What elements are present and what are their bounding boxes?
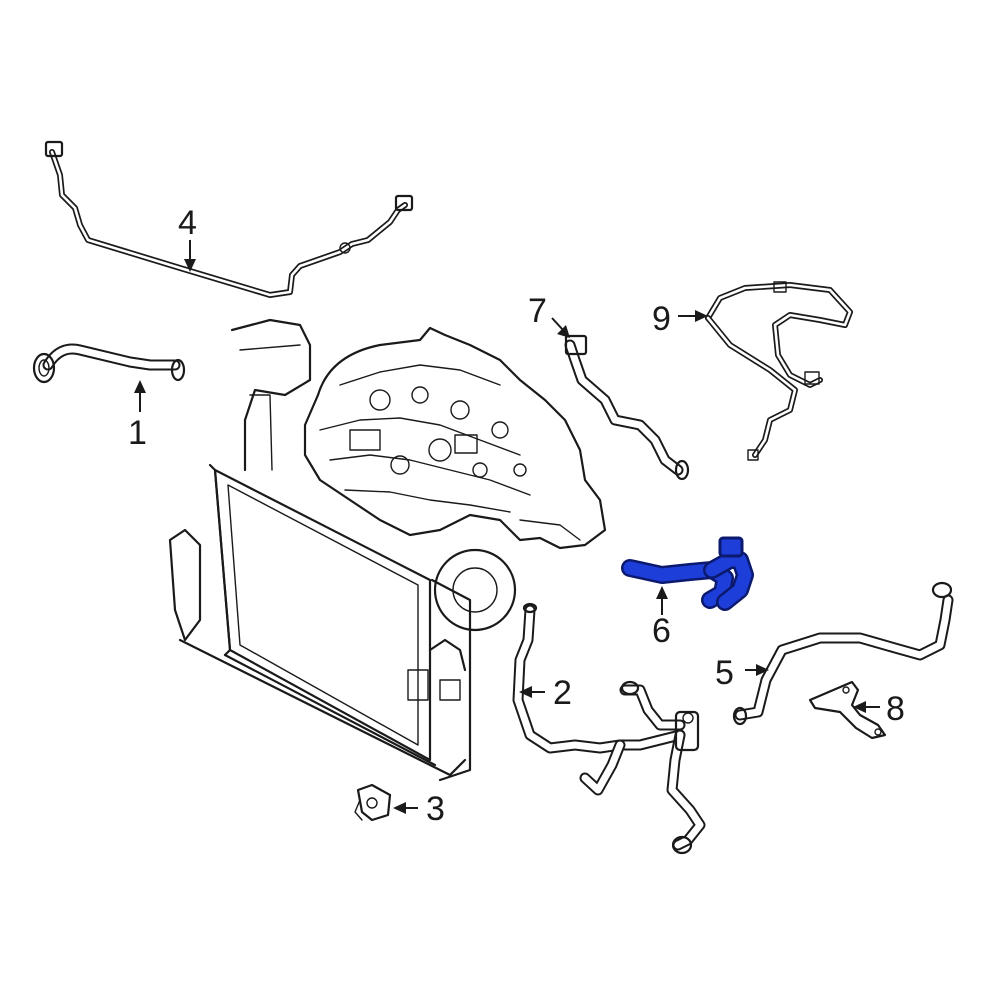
callout-6: 6: [652, 612, 671, 650]
callout-1: 1: [128, 414, 147, 452]
part-7-hose[interactable]: [564, 334, 690, 481]
part-9-harness[interactable]: [705, 281, 853, 461]
callout-5: 5: [715, 654, 734, 692]
part-1-hose[interactable]: [32, 343, 186, 384]
part-3-bracket[interactable]: [354, 783, 392, 822]
callout-7: 7: [528, 292, 547, 330]
engine-assembly: [303, 326, 607, 632]
callout-8: 8: [886, 690, 905, 728]
part-4-line[interactable]: [44, 140, 414, 298]
callout-2: 2: [553, 674, 572, 712]
callout-3: 3: [426, 790, 445, 828]
part-2-pipe[interactable]: [512, 602, 706, 855]
radiator-assembly: [168, 318, 472, 782]
part-8-bracket[interactable]: [808, 680, 887, 740]
callout-4: 4: [178, 204, 197, 242]
callout-arrows: [134, 240, 880, 814]
part-5-hose[interactable]: [732, 581, 954, 726]
part-6-hose-highlighted[interactable]: [621, 536, 754, 611]
callout-9: 9: [652, 300, 671, 338]
